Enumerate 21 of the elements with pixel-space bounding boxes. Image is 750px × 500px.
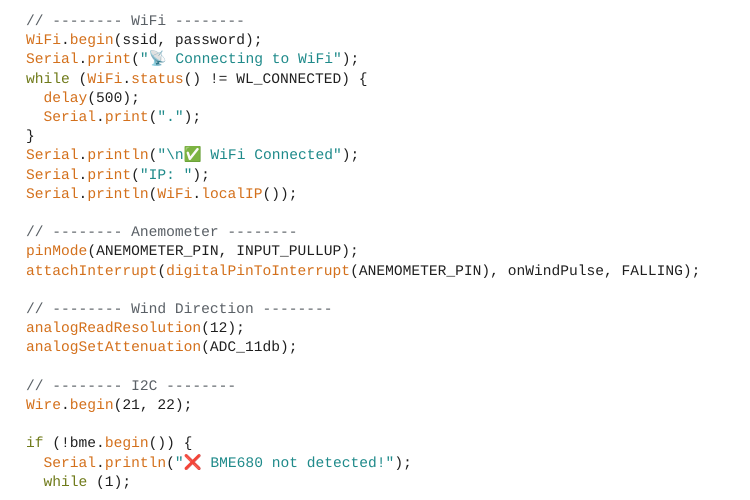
code-line: analogReadResolution(12); <box>26 320 245 338</box>
code-comment: // -------- Anemometer -------- <box>26 224 298 242</box>
code-line: pinMode(ANEMOMETER_PIN, INPUT_PULLUP); <box>26 243 359 262</box>
code-line: delay(500); <box>44 90 140 108</box>
code-comment: // -------- Wind Direction -------- <box>26 301 333 319</box>
code-line: Serial.println("❌ BME680 not detected!"); <box>44 454 412 473</box>
code-line: while (WiFi.status() != WL_CONNECTED) { <box>26 70 368 89</box>
code-comment: // -------- I2C -------- <box>26 378 236 396</box>
code-line: while (1); <box>44 474 132 492</box>
code-line: attachInterrupt(digitalPinToInterrupt(ANEMOMETER_PIN), onWindPulse, FALLING); <box>26 262 700 281</box>
code-line: Serial.println("\n✅ WiFi Connected"); <box>26 147 360 166</box>
code-line: Serial.print("IP: "); <box>26 166 210 185</box>
code-line: Serial.print("."); <box>44 109 202 127</box>
code-line: WiFi.begin(ssid, password); <box>26 32 262 50</box>
code-comment: // -------- WiFi -------- <box>26 13 245 31</box>
code-line: } <box>26 128 35 146</box>
code-line: Serial.print("📡 Connecting to WiFi"); <box>26 51 360 70</box>
code-line: if (!bme.begin()) { <box>26 435 192 454</box>
code-line: Wire.begin(21, 22); <box>26 397 192 415</box>
code-line: Serial.println(WiFi.localIP()); <box>26 186 298 204</box>
code-line: analogSetAttenuation(ADC_11db); <box>26 339 298 358</box>
